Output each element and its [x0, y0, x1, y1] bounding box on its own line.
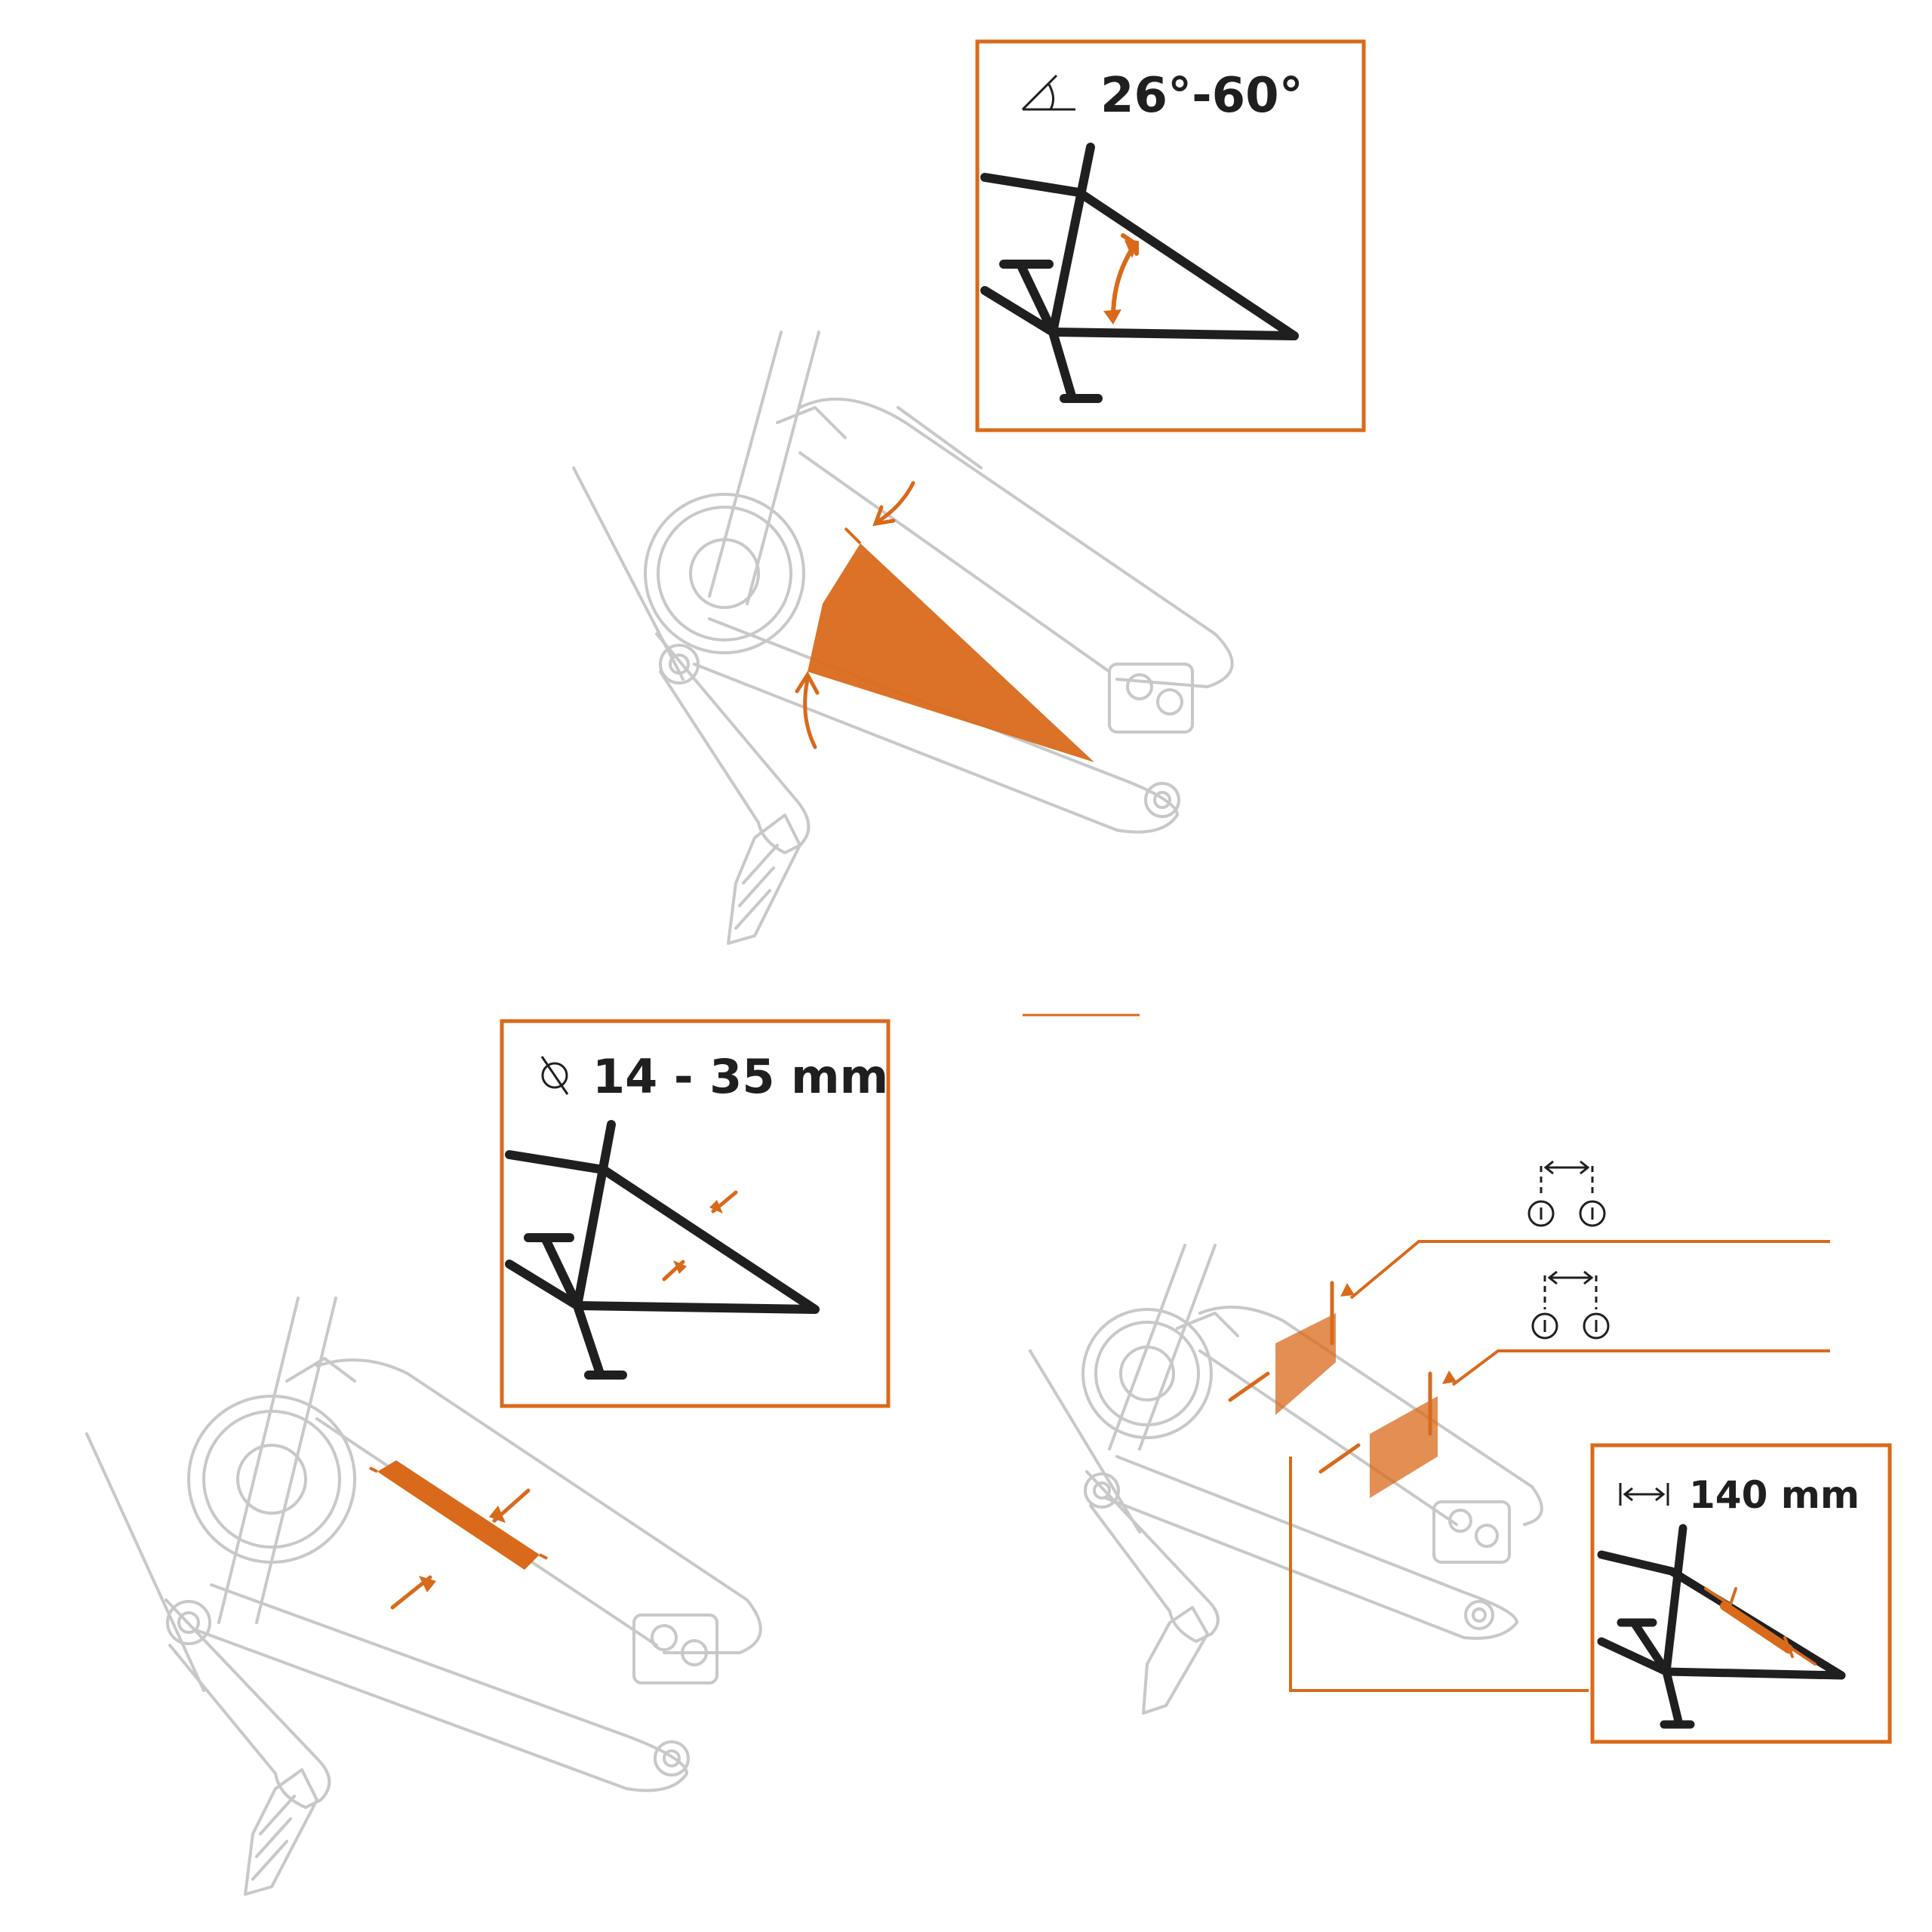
- frame-sketch-length: [1597, 1524, 1846, 1729]
- length-label: 140 mm: [1689, 1473, 1860, 1517]
- angle-arrow: [1111, 233, 1139, 319]
- angle-icon: [1021, 74, 1075, 111]
- clamp-arrows: [1228, 1281, 1432, 1474]
- leader-arrow-heads: [1340, 1283, 1457, 1384]
- diameter-icon: [540, 1056, 569, 1095]
- bike-frame-top: [572, 331, 1234, 945]
- length-segment: [1720, 1601, 1793, 1654]
- frame-sketch-angle: [980, 143, 1299, 403]
- spacing-icon-upper: [1527, 1160, 1606, 1227]
- diameter-panel: 14 - 35 mm: [500, 1019, 891, 1408]
- width-arrows-icon: [1619, 1483, 1669, 1506]
- diameter-arrow-heads: [673, 1200, 723, 1274]
- length-panel: 140 mm: [1590, 1443, 1892, 1744]
- diameter-range-label: 14 - 35 mm: [592, 1049, 888, 1104]
- mount-zone-top: [808, 527, 1094, 762]
- spacing-icon-lower: [1531, 1270, 1610, 1340]
- angle-panel: 26°-60°: [975, 39, 1366, 432]
- angle-range-label: 26°-60°: [1100, 68, 1303, 124]
- frame-sketch-diameter: [505, 1120, 820, 1380]
- angle-arrow-heads: [1103, 240, 1137, 325]
- mount-zone-diameter: [369, 1460, 548, 1570]
- bike-frame-bottom-right: [1029, 1244, 1543, 1715]
- leader-lines: [1289, 1240, 1830, 1692]
- length-arrows: [1704, 1587, 1817, 1666]
- clamp-zones: [1275, 1313, 1438, 1498]
- diameter-arrow-heads-large: [419, 1506, 506, 1592]
- angle-arrows-top: [795, 481, 915, 749]
